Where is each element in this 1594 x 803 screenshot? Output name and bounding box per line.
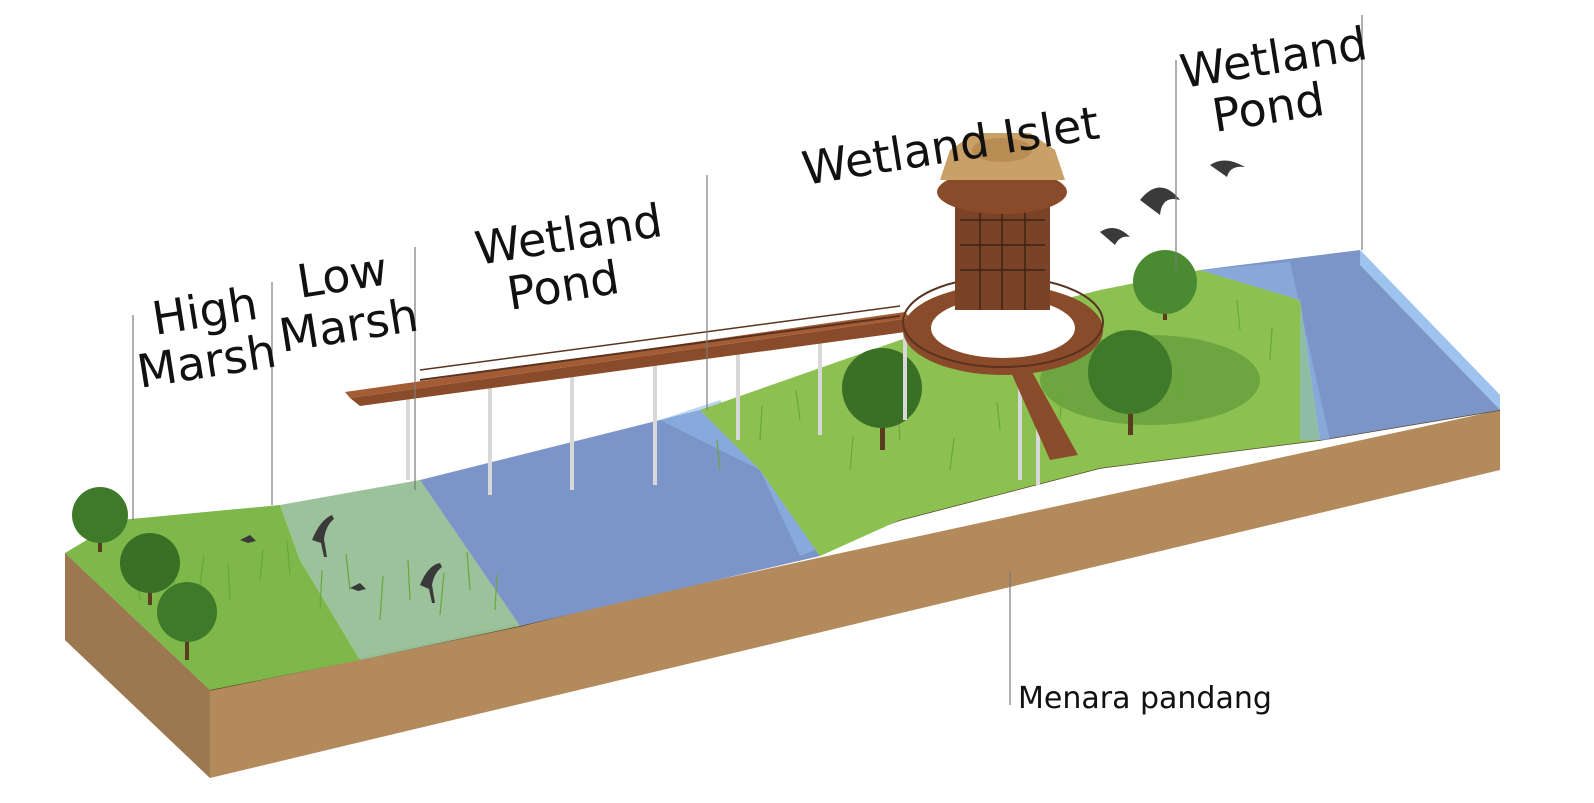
small-bird xyxy=(350,583,366,591)
leader-lines xyxy=(132,15,1363,705)
heron xyxy=(312,515,334,557)
ring-deck-inner xyxy=(931,298,1075,358)
label-low-marsh-line2: Marsh xyxy=(275,288,422,363)
boardwalk-deck xyxy=(350,318,920,406)
soil-left-face xyxy=(65,553,210,778)
birds xyxy=(240,160,1245,603)
tree xyxy=(1133,250,1197,320)
flying-bird xyxy=(1210,160,1245,177)
tree xyxy=(1088,330,1172,435)
flying-bird xyxy=(1100,228,1130,245)
trees xyxy=(72,250,1197,660)
low-marsh-surface xyxy=(280,480,520,660)
tower-platform xyxy=(937,170,1067,214)
callout-menara-pandang: Menara pandang xyxy=(1018,681,1272,716)
wetland-pond-2-shallow xyxy=(1200,262,1330,440)
tree xyxy=(120,533,180,605)
boardwalk-railing xyxy=(419,315,901,381)
terrain-surface xyxy=(65,250,1500,690)
small-bird xyxy=(240,535,256,543)
soil-front-face xyxy=(65,410,1500,778)
wetland-pond-2-water xyxy=(1200,250,1500,440)
low-marsh-water-tint xyxy=(280,480,520,660)
tower-roof-cap xyxy=(972,138,1032,162)
boardwalk xyxy=(345,276,1104,495)
tree xyxy=(842,348,922,450)
flying-bird xyxy=(1140,187,1180,215)
pond-2-edge-face xyxy=(1360,250,1500,410)
ramp xyxy=(1010,368,1078,460)
observation-tower xyxy=(937,133,1067,310)
tree xyxy=(157,582,217,660)
heron xyxy=(420,563,442,603)
boardwalk-railing-top xyxy=(419,305,901,371)
tree xyxy=(72,487,128,552)
